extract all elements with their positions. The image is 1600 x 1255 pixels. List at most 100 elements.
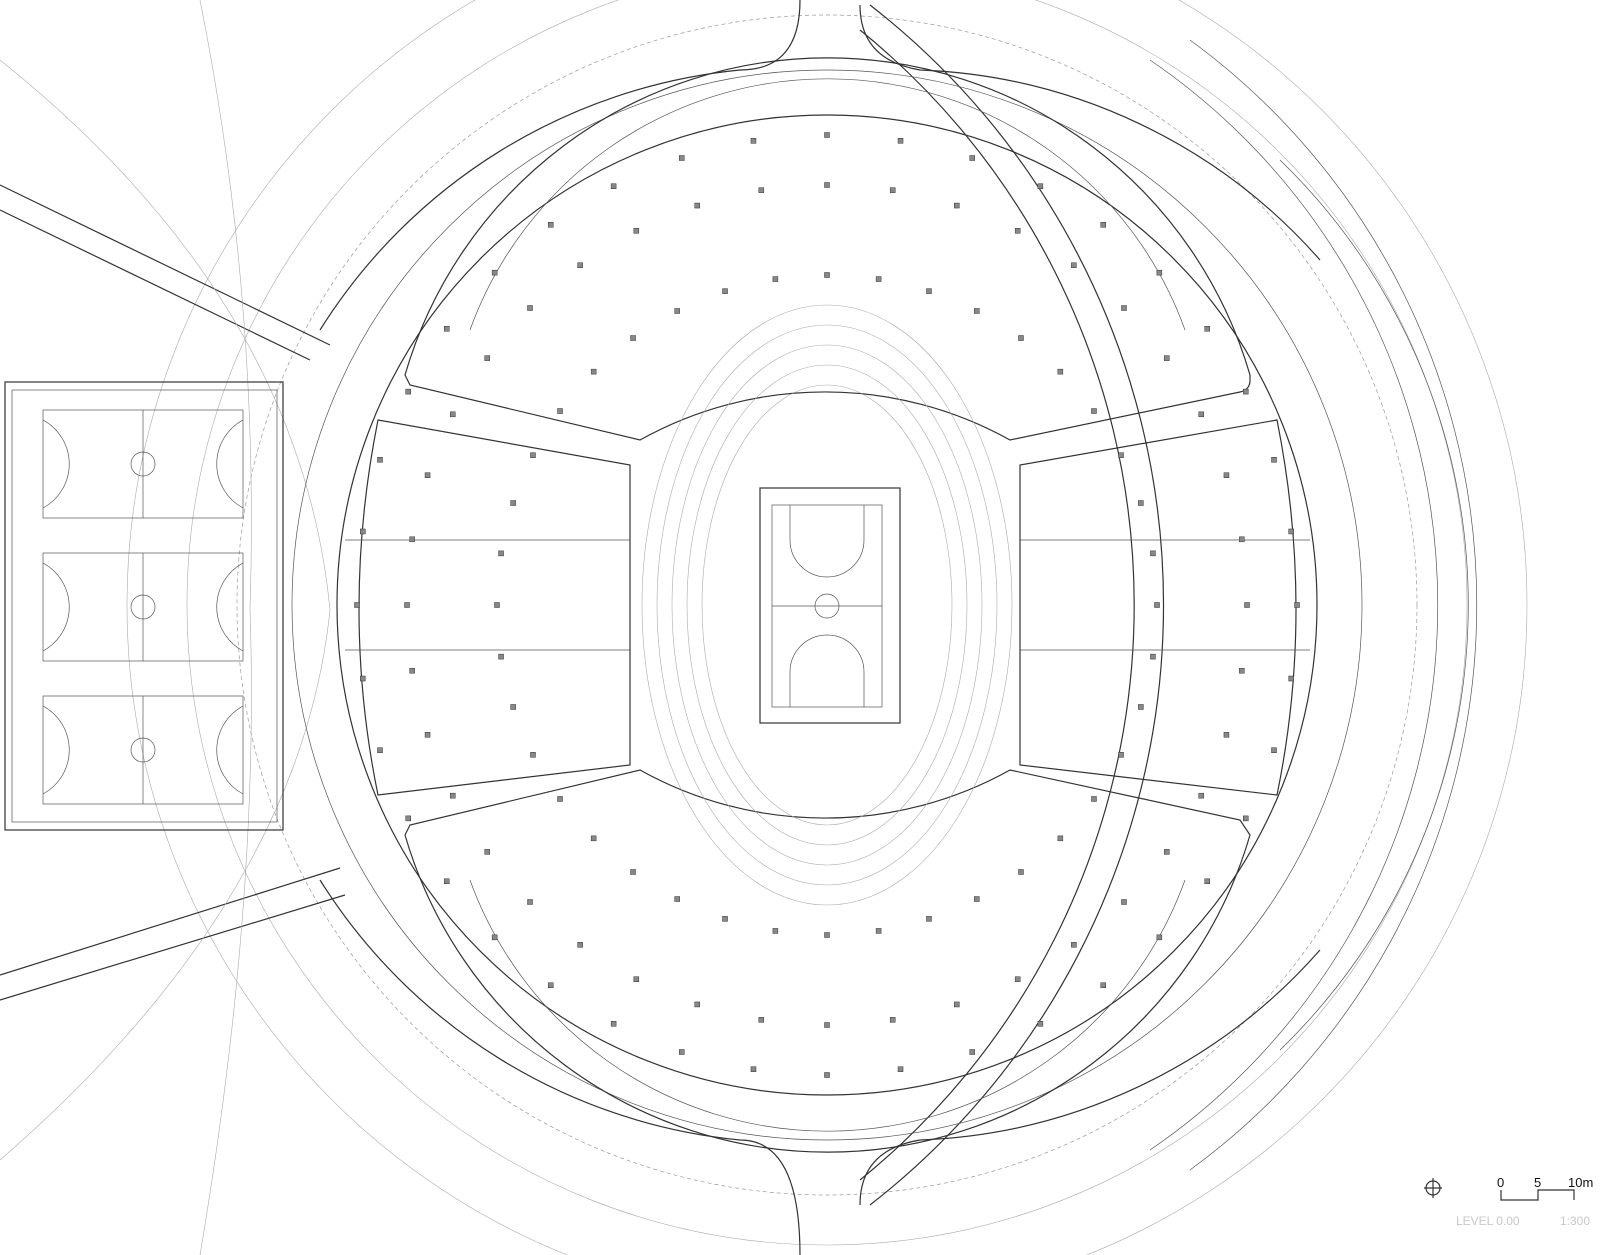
column — [694, 202, 700, 209]
column — [969, 155, 975, 161]
column — [1014, 976, 1021, 982]
column — [424, 472, 431, 478]
column — [1071, 262, 1077, 268]
column — [424, 732, 431, 738]
column — [1057, 368, 1064, 375]
outer-stands — [319, 0, 1478, 1255]
column — [897, 1066, 904, 1072]
column — [1244, 602, 1250, 608]
column — [1091, 796, 1097, 802]
column — [758, 1017, 765, 1023]
north-arrow-icon — [1424, 1178, 1442, 1198]
column — [889, 187, 896, 193]
column — [444, 325, 450, 332]
column — [577, 262, 583, 268]
scale-label-5: 5 — [1534, 1175, 1542, 1190]
column — [772, 928, 779, 934]
scale-ratio: 1:300 — [1560, 1214, 1591, 1228]
column — [1198, 792, 1204, 799]
column — [1164, 849, 1170, 855]
column — [722, 288, 728, 294]
column — [772, 276, 779, 282]
column — [1091, 408, 1097, 414]
column — [354, 602, 360, 608]
column — [377, 747, 383, 753]
column — [1223, 732, 1230, 738]
column — [926, 288, 932, 294]
column — [750, 1066, 757, 1072]
column — [409, 536, 415, 543]
column — [633, 976, 640, 982]
column — [610, 1021, 617, 1027]
column — [824, 1072, 830, 1078]
column — [510, 500, 516, 506]
court-2 — [42, 552, 244, 662]
seating-bowl — [641, 304, 1013, 906]
column — [404, 602, 410, 608]
column — [498, 653, 504, 660]
column — [954, 202, 960, 209]
column — [1057, 835, 1064, 842]
column — [547, 222, 554, 228]
column — [1164, 355, 1170, 361]
column — [824, 272, 830, 278]
column — [1243, 815, 1249, 822]
scale-bar — [1500, 1189, 1575, 1201]
column — [360, 528, 366, 535]
column — [1156, 269, 1163, 276]
column — [674, 308, 680, 314]
column — [1138, 704, 1144, 710]
column — [694, 1001, 700, 1008]
column — [450, 792, 456, 799]
column — [450, 411, 456, 418]
column — [630, 335, 636, 341]
main-building — [291, 57, 1363, 1153]
column — [1018, 869, 1024, 875]
column — [1121, 899, 1127, 905]
column — [510, 704, 516, 710]
column — [679, 155, 685, 161]
column — [974, 308, 980, 314]
column — [527, 899, 533, 905]
central-court — [759, 487, 901, 724]
column — [1243, 388, 1249, 395]
column — [824, 132, 830, 138]
column — [409, 667, 415, 674]
columns — [354, 132, 1300, 1078]
scale-label-0: 0 — [1497, 1175, 1505, 1190]
column — [824, 932, 830, 938]
column — [577, 942, 583, 948]
column — [758, 187, 765, 193]
column — [1154, 602, 1160, 608]
column — [557, 796, 563, 802]
column — [491, 269, 498, 276]
column — [1118, 752, 1124, 758]
column — [360, 675, 366, 682]
column — [1100, 982, 1107, 988]
column — [1100, 222, 1107, 228]
column — [722, 916, 728, 922]
column — [1037, 183, 1044, 189]
column — [969, 1049, 975, 1055]
column — [974, 896, 980, 902]
column — [954, 1001, 960, 1008]
column — [750, 138, 757, 144]
scale-label-10m: 10m — [1568, 1175, 1594, 1190]
column — [527, 305, 533, 311]
column — [484, 355, 490, 361]
level-label: LEVEL 0.00 — [1456, 1214, 1520, 1228]
column — [897, 138, 904, 144]
column — [1156, 934, 1163, 941]
column — [1037, 1021, 1044, 1027]
column — [1014, 228, 1021, 234]
column — [679, 1049, 685, 1055]
column — [405, 815, 411, 822]
column — [1239, 667, 1245, 674]
column — [1204, 878, 1210, 885]
column — [824, 1022, 830, 1028]
column — [889, 1017, 896, 1023]
column — [1018, 335, 1024, 341]
training-courts — [4, 381, 284, 831]
column — [674, 896, 680, 902]
